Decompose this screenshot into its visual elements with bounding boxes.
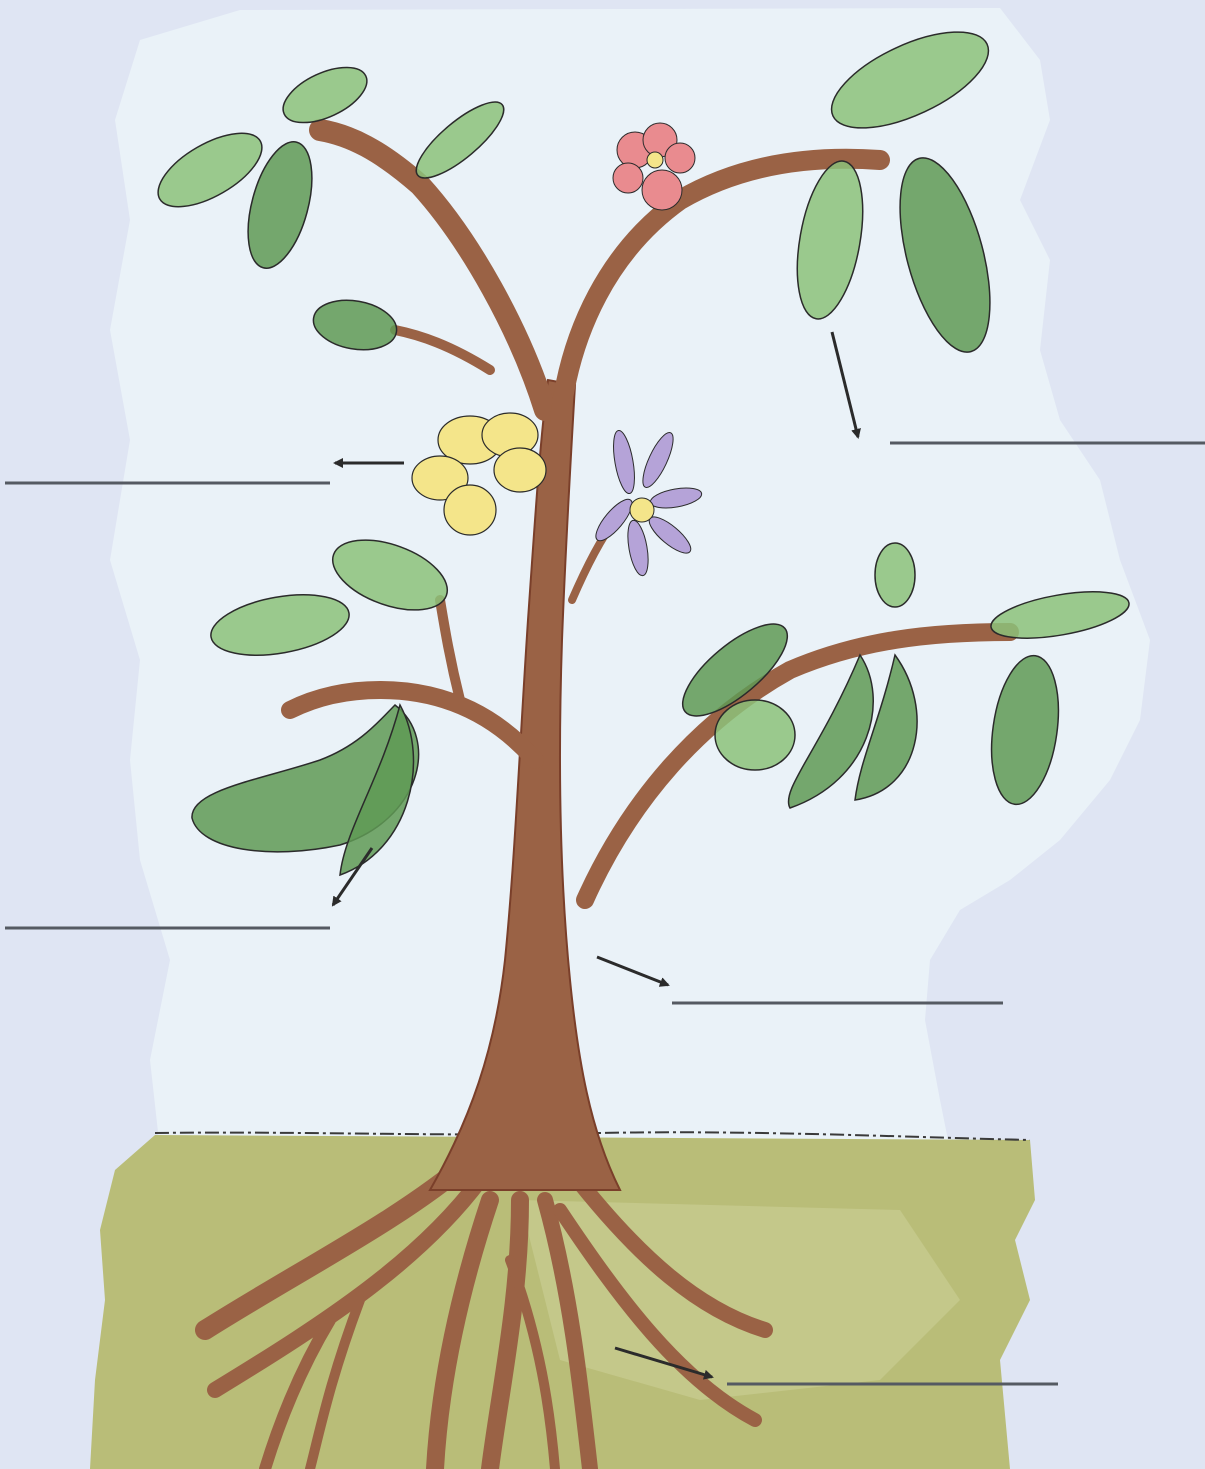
petal [665,143,695,173]
petal [613,163,643,193]
petal [444,485,496,535]
leaf [715,700,795,770]
flower-center [647,152,663,168]
leaf-bud [875,543,915,607]
petal [642,170,682,210]
petal [494,448,546,492]
flower-center [630,498,654,522]
